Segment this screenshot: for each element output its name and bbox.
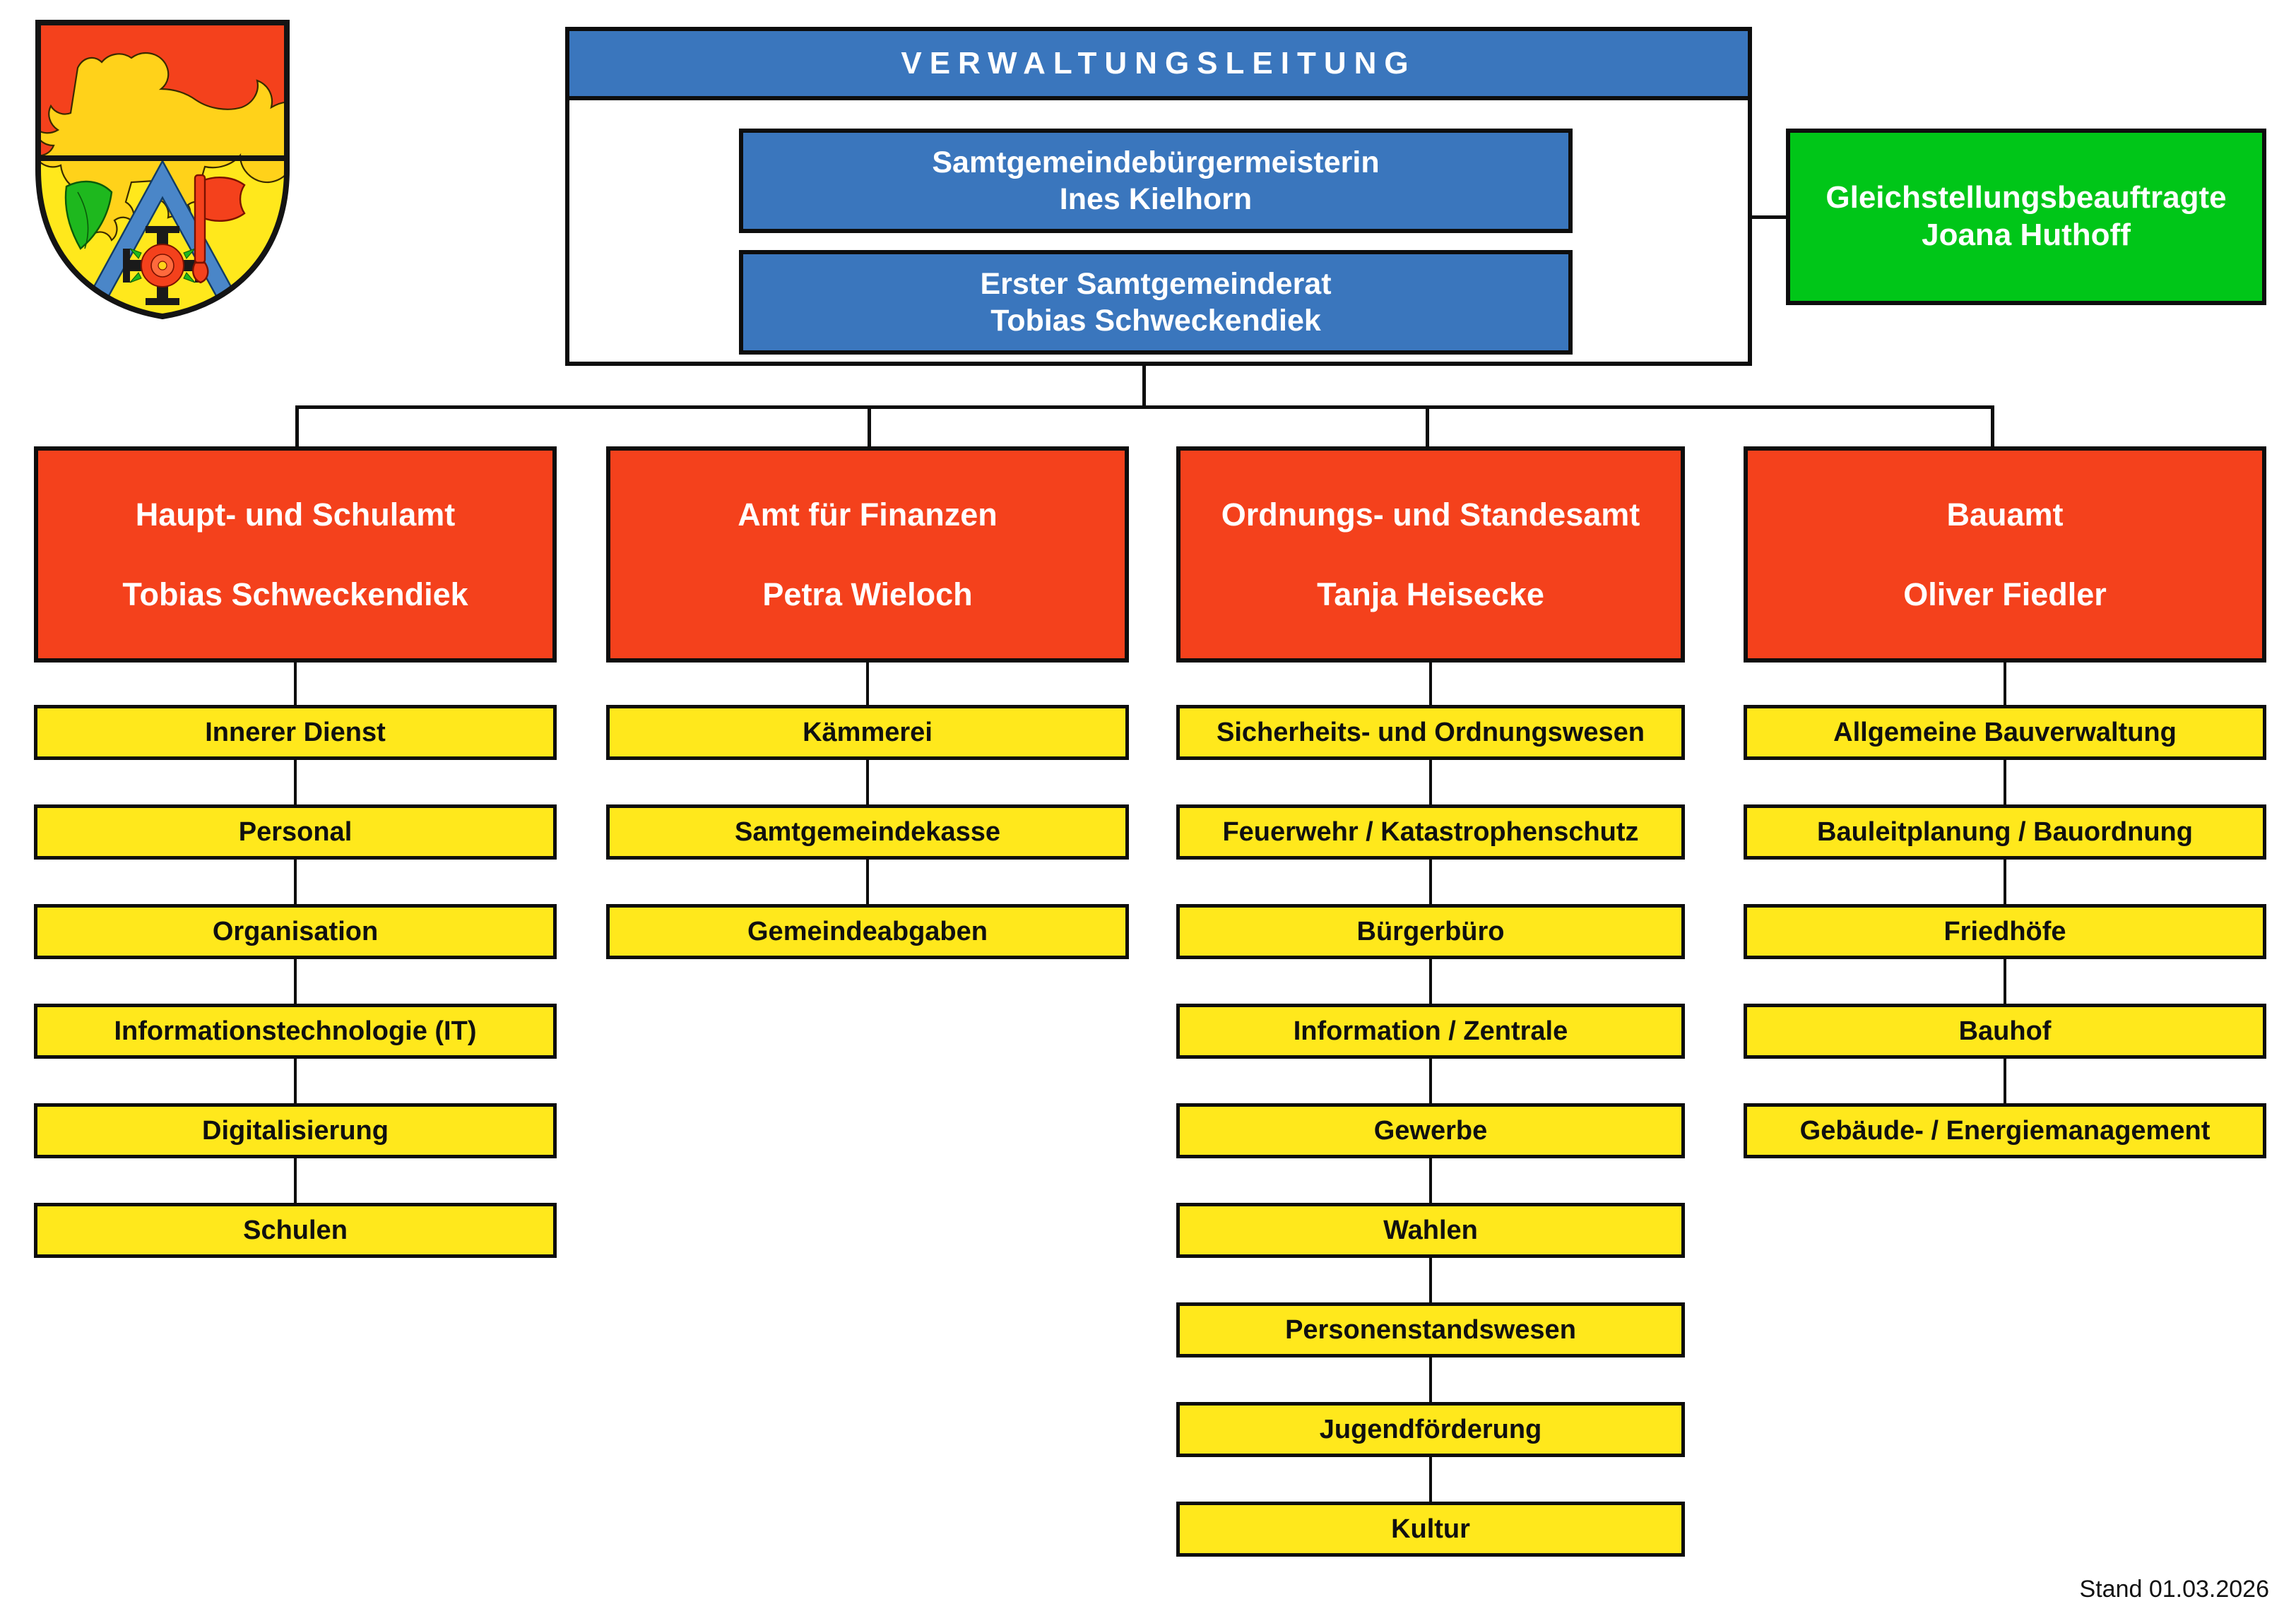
department-head-3: Tanja Heisecke bbox=[1317, 576, 1544, 612]
department-column-1: Haupt- und Schulamt Tobias Schweckendiek… bbox=[34, 446, 557, 1258]
unit-box[interactable]: Information / Zentrale bbox=[1176, 959, 1685, 1059]
department-column-2: Amt für Finanzen Petra Wieloch Kämmerei … bbox=[606, 446, 1129, 959]
connector-trunk-vertical bbox=[1142, 366, 1146, 407]
unit-box[interactable]: Organisation bbox=[34, 860, 557, 959]
deputy-box[interactable]: Erster Samtgemeinderat Tobias Schweckend… bbox=[739, 250, 1573, 355]
department-header-1[interactable]: Haupt- und Schulamt Tobias Schweckendiek bbox=[34, 446, 557, 663]
unit-box[interactable]: Allgemeine Bauverwaltung bbox=[1744, 663, 2266, 760]
unit-box[interactable]: Informationstechnologie (IT) bbox=[34, 959, 557, 1059]
department-name-2: Amt für Finanzen bbox=[738, 496, 998, 533]
unit-box[interactable]: Gewerbe bbox=[1176, 1059, 1685, 1158]
unit-box[interactable]: Gemeindeabgaben bbox=[606, 860, 1129, 959]
coat-of-arms bbox=[21, 14, 304, 325]
department-header-2[interactable]: Amt für Finanzen Petra Wieloch bbox=[606, 446, 1129, 663]
unit-box[interactable]: Digitalisierung bbox=[34, 1059, 557, 1158]
connector-drop-dept-4 bbox=[1991, 405, 1994, 448]
unit-box[interactable]: Jugendförderung bbox=[1176, 1357, 1685, 1457]
deputy-person: Tobias Schweckendiek bbox=[990, 304, 1321, 338]
equal-opportunity-box[interactable]: Gleichstellungsbeauftragte Joana Huthoff bbox=[1786, 129, 2266, 305]
department-head-2: Petra Wieloch bbox=[762, 576, 973, 612]
unit-box[interactable]: Gebäude- / Energiemanagement bbox=[1744, 1059, 2266, 1158]
unit-box[interactable]: Schulen bbox=[34, 1158, 557, 1258]
department-column-4: Bauamt Oliver Fiedler Allgemeine Bauverw… bbox=[1744, 446, 2266, 1158]
mayor-person: Ines Kielhorn bbox=[1059, 182, 1253, 216]
stand-date: Stand 01.03.2026 bbox=[2079, 1576, 2269, 1603]
leadership-title: VERWALTUNGSLEITUNG bbox=[569, 31, 1748, 100]
mayor-role: Samtgemeindebürgermeisterin bbox=[932, 145, 1380, 179]
department-column-3: Ordnungs- und Standesamt Tanja Heisecke … bbox=[1176, 446, 1685, 1557]
equal-opportunity-role: Gleichstellungsbeauftragte bbox=[1825, 180, 2227, 215]
unit-box[interactable]: Kämmerei bbox=[606, 663, 1129, 760]
connector-drop-dept-1 bbox=[295, 405, 299, 448]
unit-box[interactable]: Bürgerbüro bbox=[1176, 860, 1685, 959]
department-name-3: Ordnungs- und Standesamt bbox=[1221, 496, 1640, 533]
department-header-4[interactable]: Bauamt Oliver Fiedler bbox=[1744, 446, 2266, 663]
unit-box[interactable]: Innerer Dienst bbox=[34, 663, 557, 760]
equal-opportunity-person: Joana Huthoff bbox=[1922, 218, 2131, 252]
unit-box[interactable]: Personal bbox=[34, 760, 557, 860]
mayor-box[interactable]: Samtgemeindebürgermeisterin Ines Kielhor… bbox=[739, 129, 1573, 233]
unit-box[interactable]: Bauleitplanung / Bauordnung bbox=[1744, 760, 2266, 860]
unit-box[interactable]: Friedhöfe bbox=[1744, 860, 2266, 959]
connector-drop-dept-3 bbox=[1426, 405, 1429, 448]
connector-green-horizontal bbox=[1752, 215, 1787, 219]
connector-drop-dept-2 bbox=[868, 405, 871, 448]
department-head-1: Tobias Schweckendiek bbox=[122, 576, 468, 612]
connector-bus-bar bbox=[295, 405, 1992, 409]
unit-box[interactable]: Sicherheits- und Ordnungswesen bbox=[1176, 663, 1685, 760]
department-head-4: Oliver Fiedler bbox=[1903, 576, 2107, 612]
unit-box[interactable]: Personenstandswesen bbox=[1176, 1258, 1685, 1357]
deputy-role: Erster Samtgemeinderat bbox=[980, 266, 1332, 301]
department-name-4: Bauamt bbox=[1946, 496, 2064, 533]
unit-box[interactable]: Feuerwehr / Katastrophenschutz bbox=[1176, 760, 1685, 860]
unit-box[interactable]: Wahlen bbox=[1176, 1158, 1685, 1258]
department-header-3[interactable]: Ordnungs- und Standesamt Tanja Heisecke bbox=[1176, 446, 1685, 663]
unit-box[interactable]: Kultur bbox=[1176, 1457, 1685, 1557]
department-name-1: Haupt- und Schulamt bbox=[135, 496, 456, 533]
unit-box[interactable]: Samtgemeindekasse bbox=[606, 760, 1129, 860]
leadership-frame: VERWALTUNGSLEITUNG Samtgemeindebürgermei… bbox=[565, 27, 1752, 366]
unit-box[interactable]: Bauhof bbox=[1744, 959, 2266, 1059]
